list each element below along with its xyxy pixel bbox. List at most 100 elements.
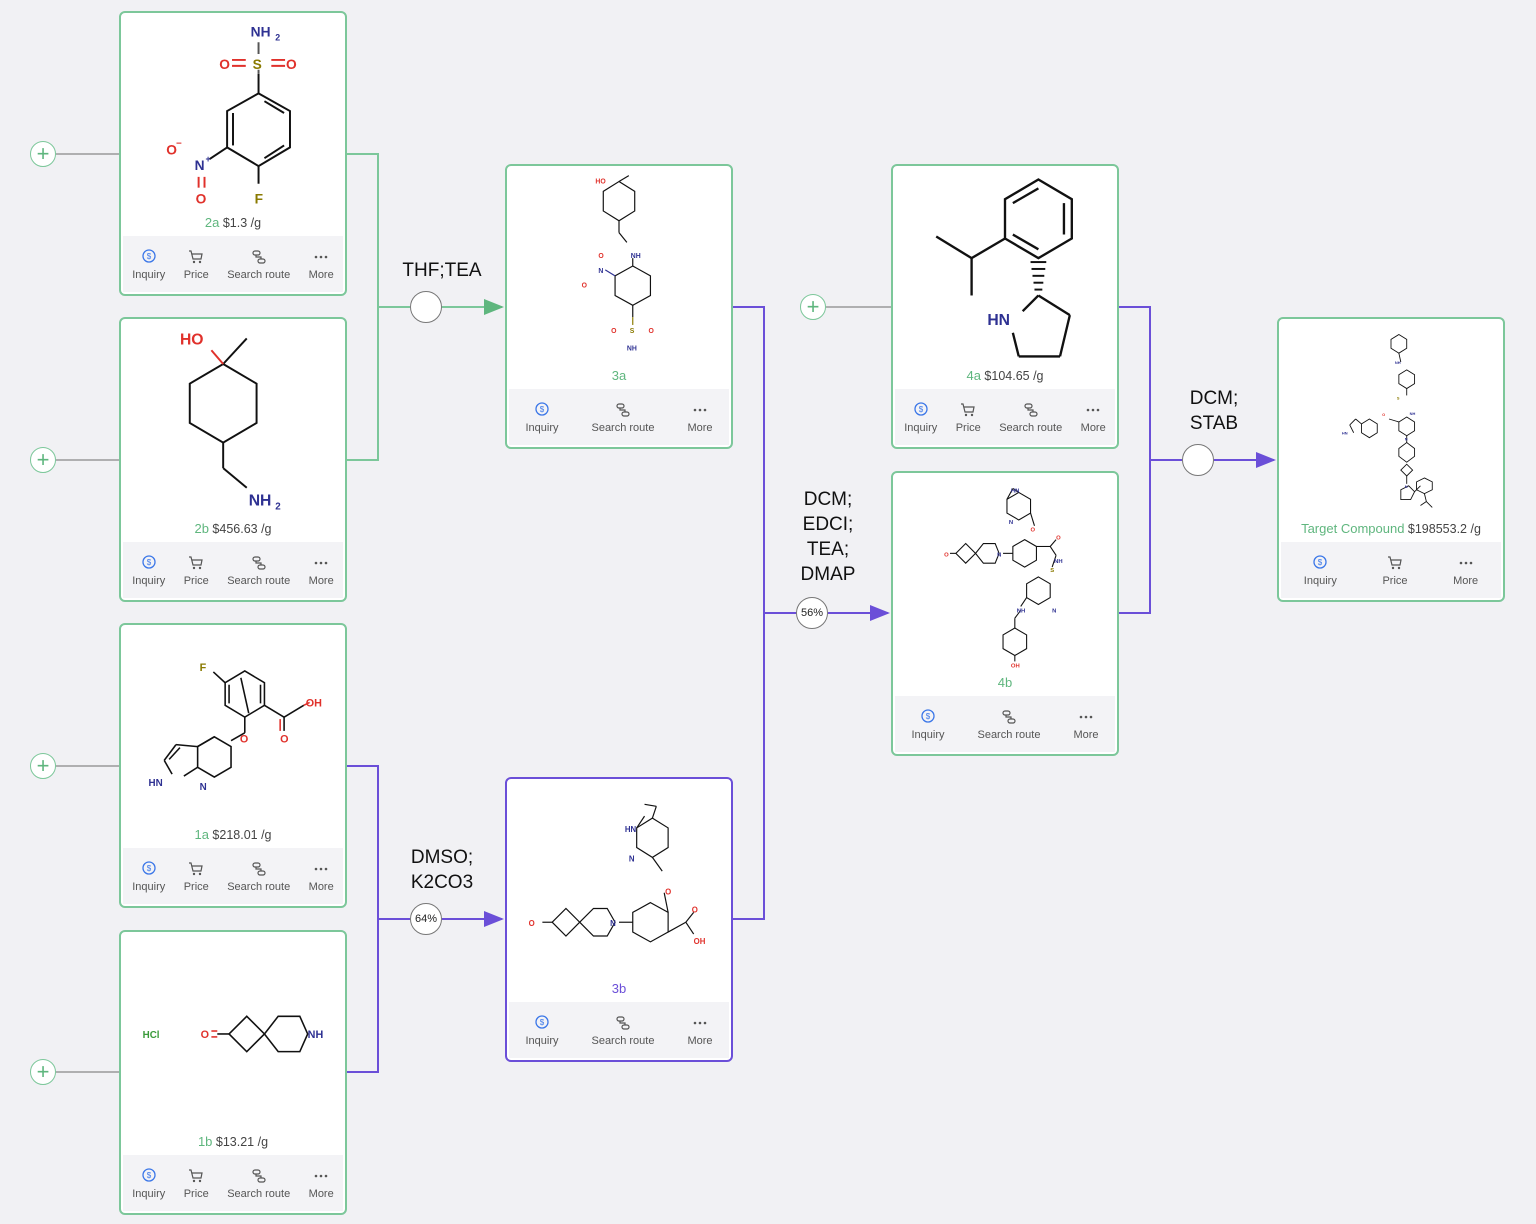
compound-id[interactable]: 3b — [611, 981, 627, 996]
reaction-conditions-r4: DCM; STAB — [1164, 386, 1264, 436]
compound-card-3b[interactable]: HN N O O OH N O 3b $Inquiry Search route… — [505, 777, 733, 1062]
search-route-button[interactable]: Search route — [227, 1166, 290, 1200]
compound-card-target[interactable]: NH S NH O HN N N Target Compound $198553… — [1277, 317, 1505, 602]
expand-4a-button[interactable]: + — [800, 294, 826, 320]
inquiry-button[interactable]: $ Inquiry — [904, 400, 937, 434]
action-label: More — [687, 422, 713, 434]
ellipsis-icon — [313, 859, 329, 879]
condition-text: DMAP — [800, 564, 856, 585]
expand-2b-button[interactable]: + — [30, 447, 56, 473]
price-button[interactable]: Price — [184, 1166, 209, 1200]
compound-card-1a[interactable]: F OH O O HN N 1a $218.01 /g $Inquiry Pri… — [119, 623, 347, 908]
reaction-node-r4[interactable] — [1182, 444, 1214, 476]
compound-price: $1.3 /g — [222, 216, 262, 230]
search-route-button[interactable]: Search route — [977, 707, 1040, 741]
card-actions: $ Inquiry Price Search route More — [895, 389, 1115, 445]
price-button[interactable]: Price — [184, 247, 209, 281]
compound-id[interactable]: 1b — [197, 1134, 213, 1149]
atom-label: HN — [149, 778, 163, 789]
price-button[interactable]: Price — [184, 859, 209, 893]
compound-card-3a[interactable]: HO NH O N O O S O NH 3a $Inquiry Search … — [505, 164, 733, 449]
compound-caption: 2a $1.3 /g — [121, 215, 345, 230]
more-button[interactable]: More — [309, 553, 334, 587]
compound-id[interactable]: 3a — [611, 368, 627, 383]
action-label: Inquiry — [904, 422, 938, 434]
inquiry-button[interactable]: $Inquiry — [911, 707, 945, 741]
inquiry-button[interactable]: $Inquiry — [132, 553, 165, 587]
more-button[interactable]: More — [309, 859, 334, 893]
card-actions: $Inquiry Price More — [1281, 542, 1501, 598]
compound-card-2a[interactable]: NH 2 O S O O − N + O F 2a $1.3 /g $Inqui… — [119, 11, 347, 296]
more-button[interactable]: More — [1453, 553, 1478, 587]
more-button[interactable]: More — [1081, 400, 1106, 434]
reaction-node-r3[interactable]: 56% — [796, 597, 828, 629]
atom-label: O — [944, 552, 949, 558]
compound-id[interactable]: Target Compound — [1301, 521, 1405, 536]
more-button[interactable]: More — [1073, 707, 1099, 741]
compound-id[interactable]: 2b — [194, 521, 209, 536]
reaction-node-r2[interactable]: 64% — [410, 903, 442, 935]
inquiry-button[interactable]: $Inquiry — [132, 859, 165, 893]
condition-text: EDCI; — [802, 514, 854, 535]
action-label: Search route — [999, 422, 1063, 434]
compound-caption: Target Compound $198553.2 /g — [1279, 521, 1503, 536]
inquiry-button[interactable]: $Inquiry — [525, 400, 559, 434]
compound-id[interactable]: 4a — [966, 368, 981, 383]
expand-1a-button[interactable]: + — [30, 753, 56, 779]
search-route-button[interactable]: Search route — [999, 400, 1062, 434]
ellipsis-icon — [1085, 400, 1101, 420]
atom-label: O — [665, 888, 671, 897]
more-button[interactable]: More — [687, 400, 713, 434]
search-route-button[interactable]: Search route — [227, 247, 290, 281]
atom-label: O — [166, 142, 177, 157]
more-button[interactable]: More — [309, 1166, 334, 1200]
svg-text:$: $ — [919, 405, 924, 414]
expand-2a-button[interactable]: + — [30, 141, 56, 167]
action-label: More — [308, 1188, 334, 1200]
price-button[interactable]: Price — [956, 400, 981, 434]
inquiry-button[interactable]: $Inquiry — [132, 247, 165, 281]
card-actions: $Inquiry Search route More — [509, 389, 729, 445]
card-actions: $Inquiry Price Search route More — [123, 236, 343, 292]
atom-label: OH — [306, 697, 322, 709]
search-route-button[interactable]: Search route — [227, 859, 290, 893]
atom-label: N — [1009, 520, 1013, 526]
more-button[interactable]: More — [309, 247, 334, 281]
price-button[interactable]: Price — [184, 553, 209, 587]
expand-1b-button[interactable]: + — [30, 1059, 56, 1085]
action-label: Search route — [227, 269, 291, 281]
more-button[interactable]: More — [687, 1013, 713, 1047]
action-label: Price — [955, 422, 981, 434]
atom-label: HN — [1342, 431, 1348, 436]
action-label: Search route — [977, 729, 1041, 741]
atom-label: 2 — [275, 32, 280, 42]
structure-2a: NH 2 O S O O − N + O F — [121, 13, 345, 213]
compound-id[interactable]: 1a — [194, 827, 209, 842]
action-label: More — [1453, 575, 1479, 587]
atom-label: O — [582, 283, 588, 290]
compound-card-4b[interactable]: HN N O N O O NH S NH N OH 4b $Inquiry Se… — [891, 471, 1119, 756]
price-button[interactable]: Price — [1382, 553, 1408, 587]
compound-card-2b[interactable]: HO NH 2 2b $456.63 /g $Inquiry Price Sea… — [119, 317, 347, 602]
search-route-button[interactable]: Search route — [591, 400, 654, 434]
atom-label: HN — [987, 312, 1010, 329]
svg-text:$: $ — [926, 712, 931, 721]
search-route-button[interactable]: Search route — [227, 553, 290, 587]
compound-card-1b[interactable]: HCl O NH 1b $13.21 /g $Inquiry Price Sea… — [119, 930, 347, 1215]
inquiry-button[interactable]: $Inquiry — [525, 1013, 559, 1047]
search-route-button[interactable]: Search route — [591, 1013, 654, 1047]
compound-id[interactable]: 2a — [204, 215, 220, 230]
condition-text: THF;TEA — [402, 260, 482, 281]
inquiry-button[interactable]: $Inquiry — [132, 1166, 165, 1200]
structure-1b: HCl O NH — [121, 932, 345, 1132]
compound-card-4a[interactable]: HN 4a $104.65 /g $Inquiry Price Search r… — [891, 164, 1119, 449]
reaction-node-r1[interactable] — [410, 291, 442, 323]
atom-label: O — [648, 328, 654, 335]
compound-price: $13.21 /g — [215, 1135, 269, 1149]
structure-2b: HO NH 2 — [121, 319, 345, 519]
atom-label: HN — [1011, 488, 1020, 494]
inquiry-button[interactable]: $Inquiry — [1304, 553, 1337, 587]
compound-id[interactable]: 4b — [997, 675, 1013, 690]
atom-label: S — [630, 328, 635, 335]
action-label: More — [1073, 729, 1099, 741]
